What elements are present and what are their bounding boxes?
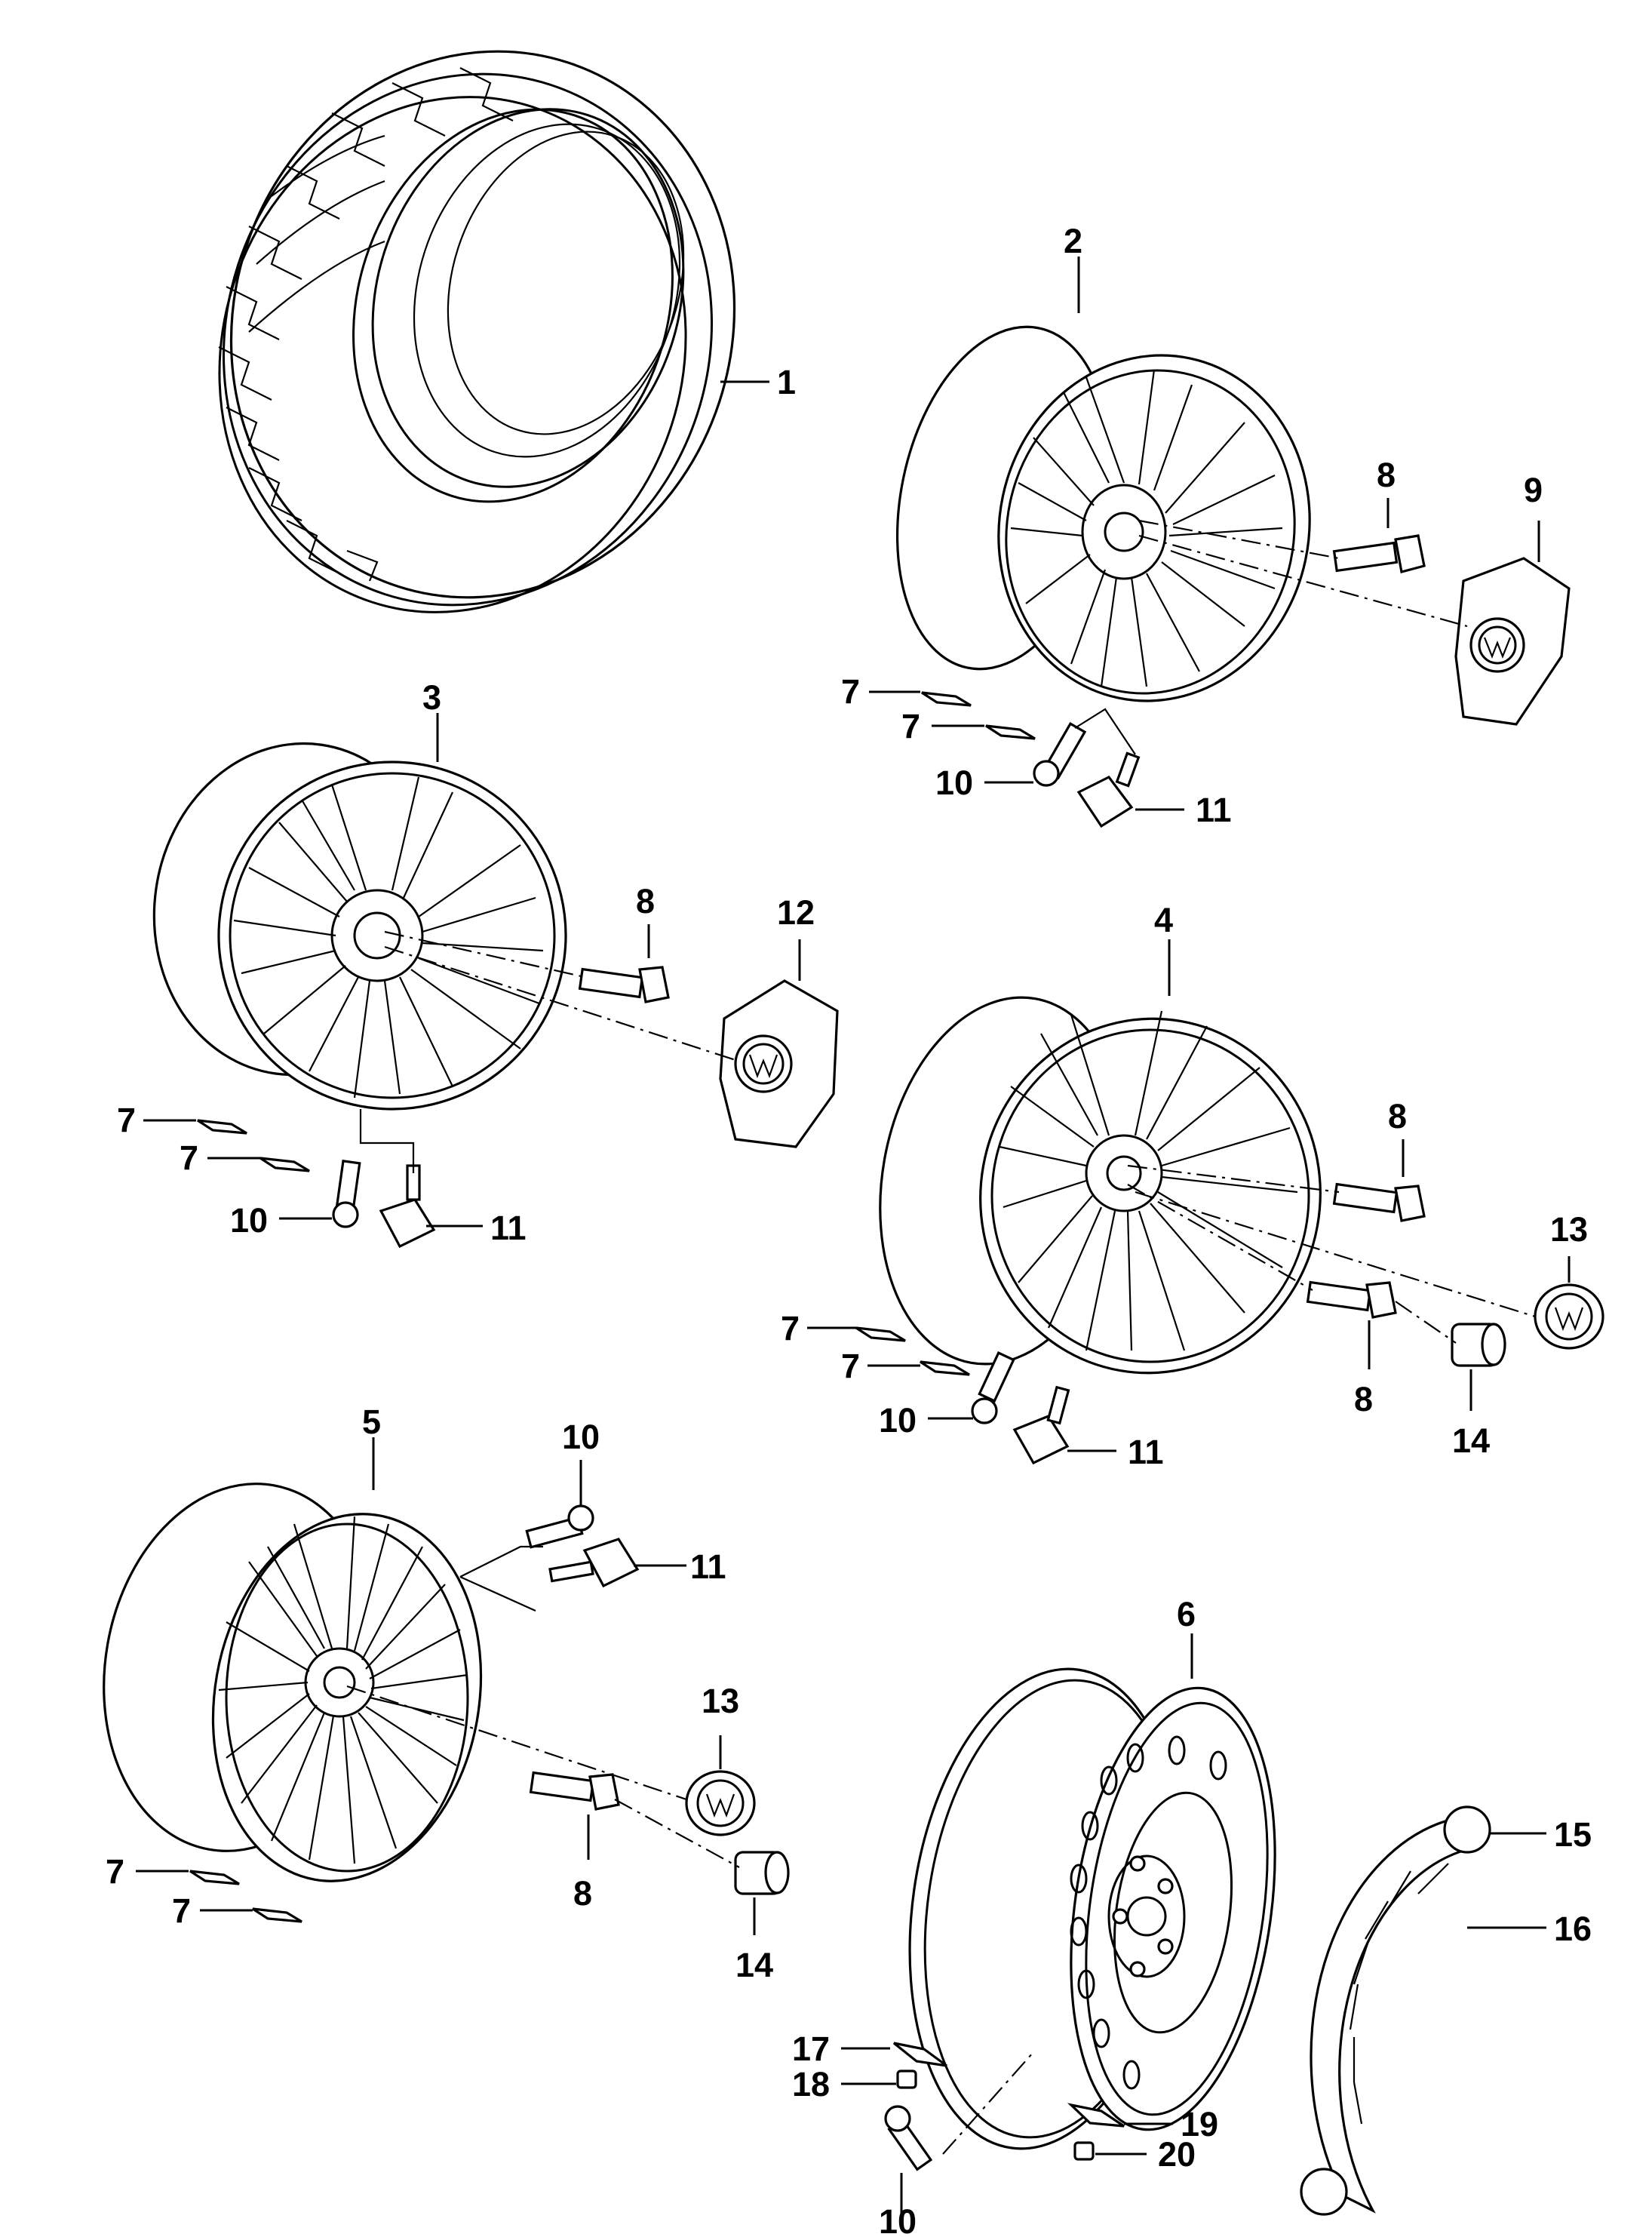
wheel-3 [152, 742, 567, 1111]
clip-18 [896, 2070, 917, 2089]
wheel-bolt-8a [1332, 498, 1426, 573]
wheel-bolt-8d [1306, 1280, 1397, 1369]
balance-weights-7d [189, 1870, 302, 1923]
wheel-bolt-8b [578, 924, 670, 1003]
wheel-5 [103, 1483, 483, 1882]
tpms-sensor-11d [548, 1538, 640, 1588]
label-11b: 11 [490, 1209, 527, 1247]
label-18: 18 [792, 2065, 830, 2103]
clip-20 [1073, 2141, 1095, 2161]
label-8a: 8 [1377, 456, 1396, 494]
label-10e: 10 [879, 2202, 917, 2237]
label-14a: 14 [1452, 1421, 1490, 1460]
label-10b: 10 [230, 1201, 268, 1240]
label-7e: 7 [781, 1309, 800, 1347]
wheel-2 [895, 325, 1311, 702]
tpms-sensor-11b [379, 1164, 436, 1249]
valve-10d [525, 1460, 594, 1549]
valve-10b [332, 1160, 361, 1228]
label-6: 6 [1177, 1595, 1196, 1633]
retaining-ring-15-16 [1300, 1805, 1491, 2216]
label-1: 1 [777, 363, 796, 401]
wheel-4 [879, 996, 1322, 1375]
clip-19 [1067, 2103, 1125, 2128]
valve-10a [1033, 722, 1087, 787]
label-13a: 13 [1550, 1210, 1588, 1249]
label-10d: 10 [562, 1418, 600, 1456]
label-10a: 10 [935, 764, 973, 802]
label-8d: 8 [1354, 1380, 1373, 1418]
label-9: 9 [1524, 471, 1543, 509]
center-cap-13b [685, 1735, 756, 1836]
label-4: 4 [1154, 901, 1173, 939]
clip-17 [893, 2042, 947, 2067]
label-14b: 14 [735, 1946, 773, 1984]
label-3: 3 [422, 678, 441, 717]
tpms-sensor-11a [1076, 751, 1141, 828]
label-17: 17 [792, 2030, 830, 2068]
label-10c: 10 [879, 1401, 917, 1440]
label-11a: 11 [1196, 791, 1232, 829]
label-8c: 8 [1388, 1097, 1407, 1135]
tpms-sensor-11c [1012, 1385, 1070, 1465]
steel-wheel-6 [908, 1667, 1276, 2150]
label-7b: 7 [901, 707, 920, 745]
bolt-cap-14a [1451, 1323, 1506, 1411]
label-20: 20 [1158, 2135, 1196, 2174]
label-11c: 11 [1128, 1433, 1164, 1471]
label-19: 19 [1181, 2105, 1218, 2143]
label-7d: 7 [180, 1138, 198, 1177]
valve-10c [971, 1351, 1015, 1424]
label-7c: 7 [117, 1101, 136, 1139]
wheel-bolt-8c [1332, 1139, 1426, 1222]
label-15: 15 [1554, 1815, 1592, 1854]
center-cap-12 [719, 979, 839, 1148]
label-7f: 7 [841, 1347, 860, 1385]
label-8e: 8 [573, 1874, 592, 1913]
label-7a: 7 [841, 672, 860, 711]
center-cap-13a [1534, 1256, 1604, 1350]
label-16: 16 [1554, 1910, 1592, 1948]
balance-weights-7b [197, 1119, 310, 1172]
tyre [218, 50, 736, 613]
balance-weights-7c [855, 1326, 970, 1376]
balance-weights-7a [921, 691, 1036, 740]
label-7g: 7 [106, 1852, 124, 1891]
center-cap-9 [1454, 557, 1571, 726]
label-12: 12 [777, 893, 815, 932]
label-7h: 7 [172, 1891, 191, 1930]
wheel-bolt-8e [529, 1771, 620, 1860]
valve-10e [884, 2105, 933, 2214]
label-13b: 13 [702, 1682, 739, 1720]
label-11d: 11 [690, 1547, 726, 1586]
label-2: 2 [1064, 222, 1082, 260]
label-8b: 8 [636, 882, 655, 920]
bolt-cap-14b [734, 1851, 790, 1935]
label-5: 5 [362, 1403, 381, 1441]
